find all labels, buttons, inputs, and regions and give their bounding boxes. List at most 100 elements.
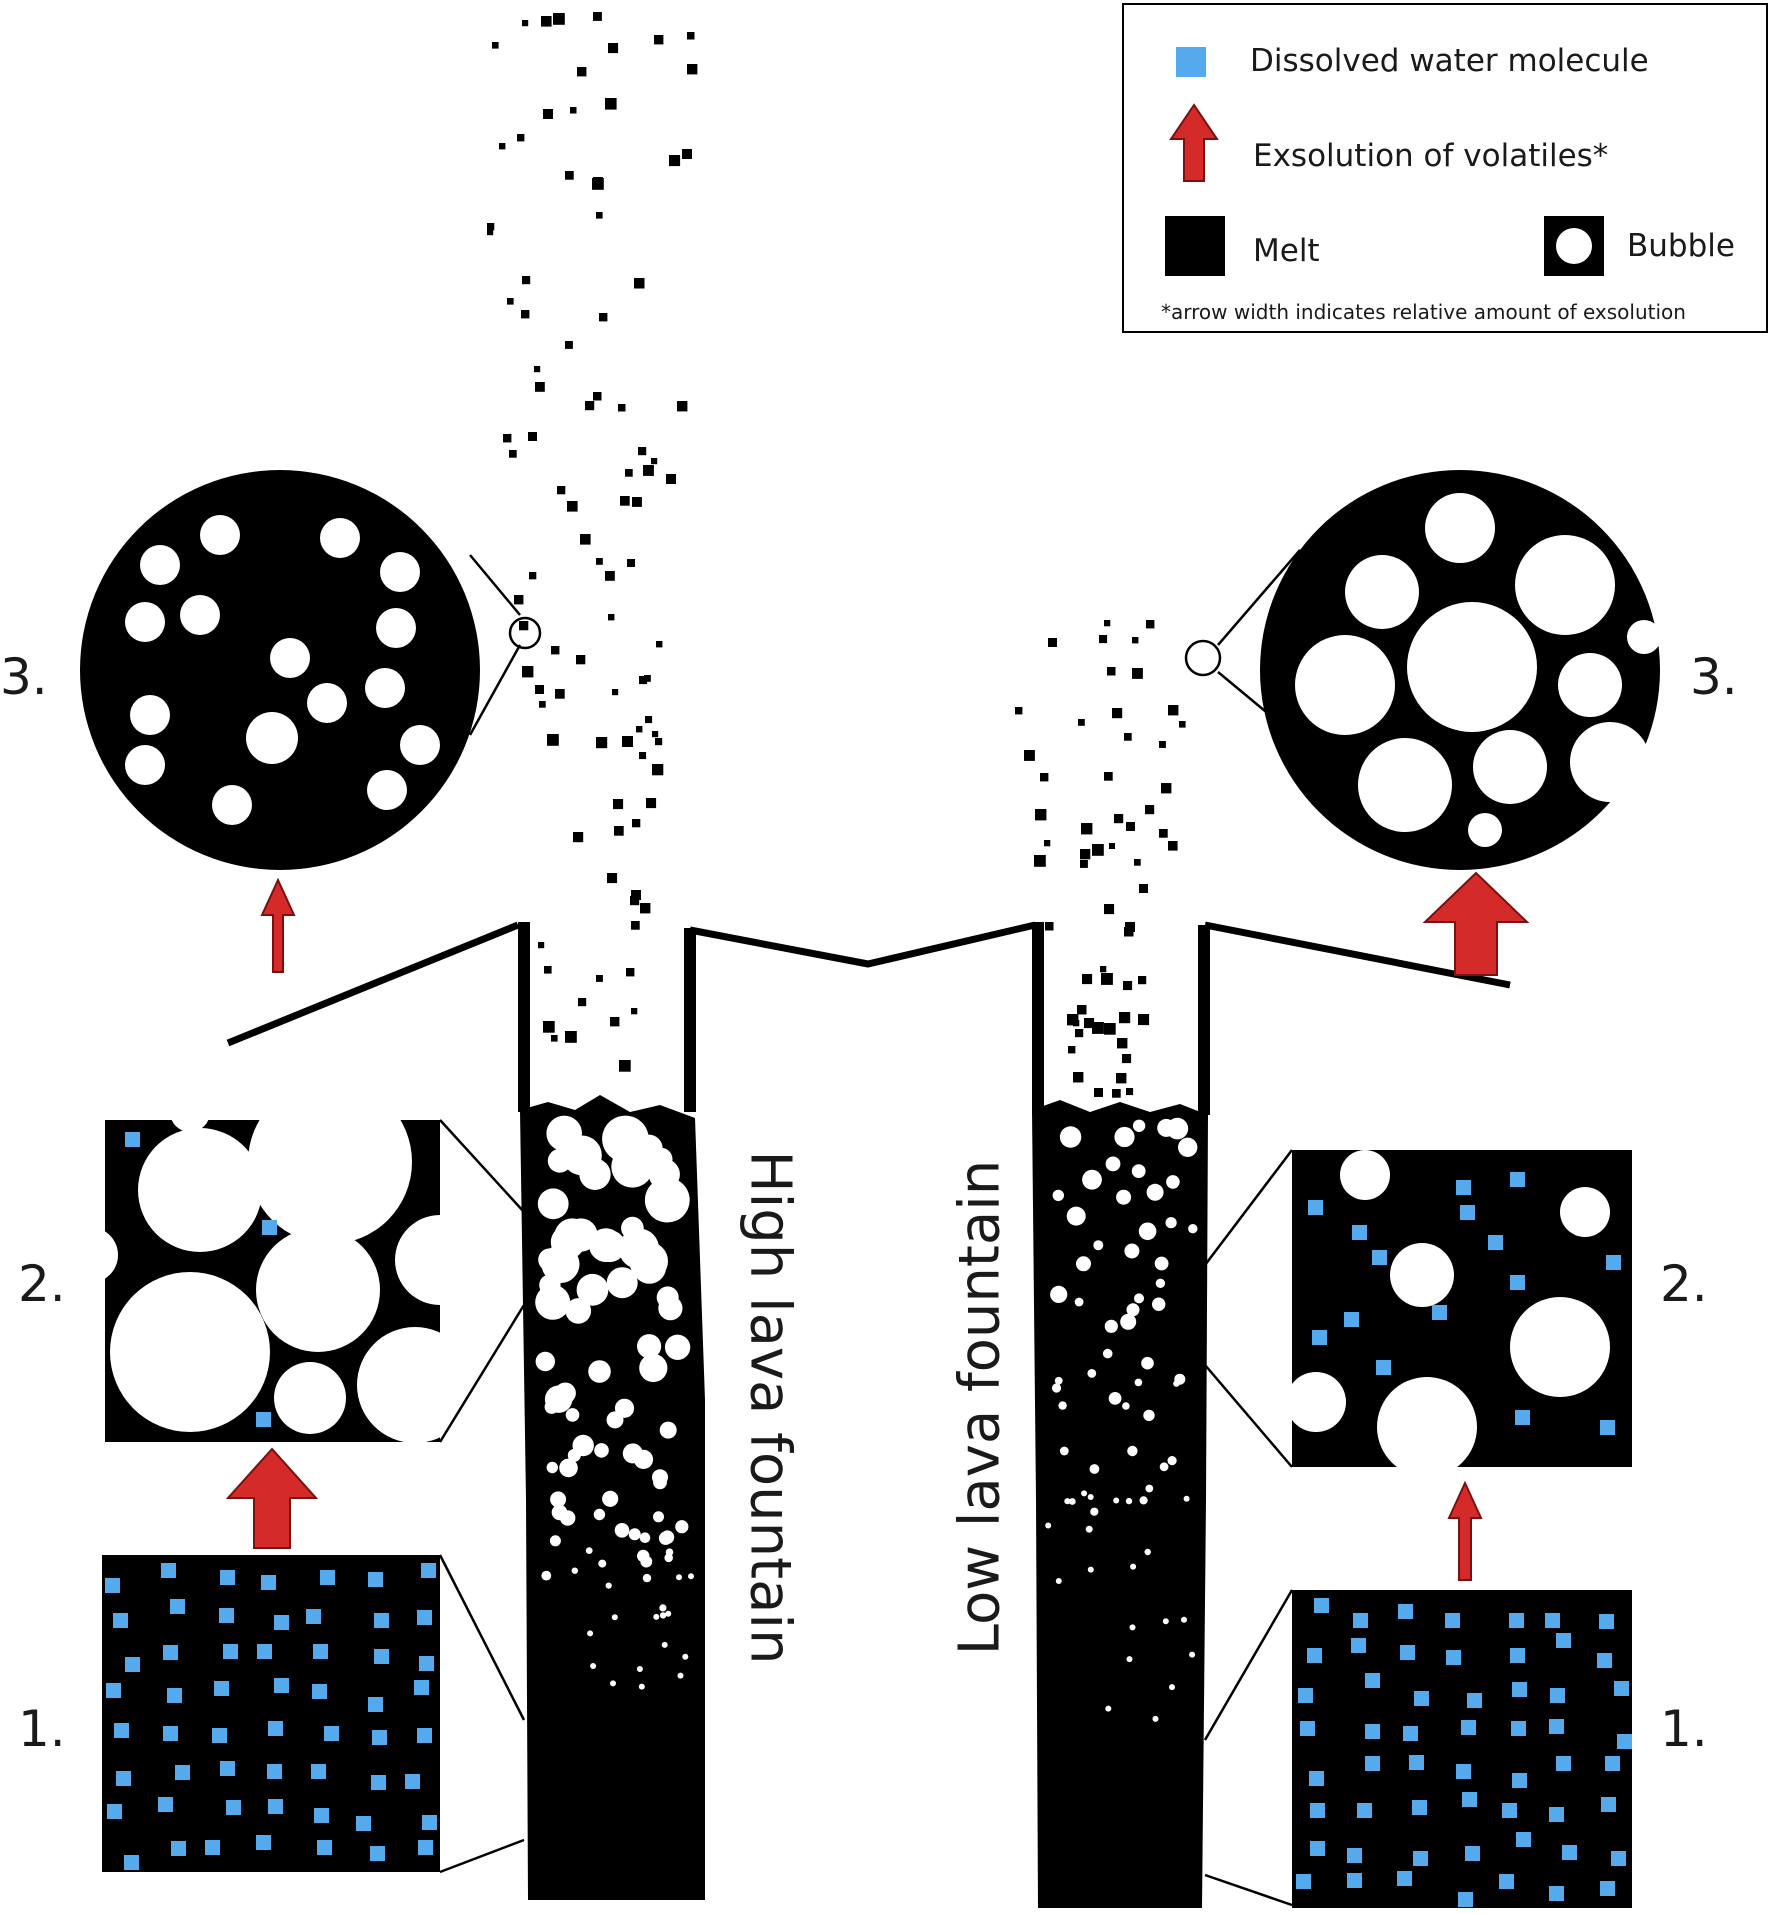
column-bubble xyxy=(550,1225,585,1260)
left-stage3-bubble xyxy=(380,552,420,592)
left-conduit xyxy=(518,922,705,1900)
pyroclast xyxy=(607,873,618,884)
column-bubble xyxy=(1126,1303,1140,1317)
left-stage1-connector-top xyxy=(438,1554,526,1721)
pyroclast xyxy=(1067,1014,1079,1026)
pyroclast xyxy=(687,32,695,40)
water-molecule xyxy=(1502,1803,1517,1818)
water-molecule xyxy=(313,1644,328,1659)
right-stage3-bubble xyxy=(1515,535,1615,635)
pyroclast xyxy=(612,689,619,696)
column-bubble xyxy=(1105,1156,1121,1172)
pyroclast xyxy=(551,646,560,655)
left-stage3-bubble xyxy=(320,518,360,558)
pyroclast xyxy=(618,404,626,412)
left-stage2-bubble xyxy=(110,1272,270,1432)
left-stage3-zoom-ring xyxy=(508,616,542,650)
column-bubble xyxy=(594,1443,609,1458)
column-bubble xyxy=(1166,1175,1180,1189)
water-molecule xyxy=(262,1220,277,1235)
column-bubble xyxy=(1085,1525,1093,1533)
pyroclast xyxy=(519,621,529,631)
pyroclast xyxy=(1104,904,1115,915)
water-molecule xyxy=(1365,1673,1380,1688)
left-stage2-bubble xyxy=(357,1327,440,1442)
water-molecule xyxy=(1347,1848,1362,1863)
column-bubble xyxy=(1141,1356,1154,1370)
column-bubble xyxy=(567,1448,581,1462)
water-molecule xyxy=(1600,1881,1615,1896)
right-stage3-bubble xyxy=(1558,653,1622,717)
pyroclast xyxy=(1078,719,1085,726)
pyroclast xyxy=(539,701,546,708)
left-stage2-bubble xyxy=(171,1120,209,1132)
water-molecule xyxy=(1403,1726,1418,1741)
column-bubble xyxy=(571,1567,578,1574)
column-bubble xyxy=(1122,1402,1130,1410)
column-bubble xyxy=(611,1614,618,1621)
water-molecule xyxy=(161,1563,176,1578)
column-bubble xyxy=(1059,1126,1082,1148)
column-bubble xyxy=(1143,1409,1155,1422)
column-bubble xyxy=(639,1532,651,1543)
column-bubble xyxy=(665,1548,674,1556)
water-molecule xyxy=(1562,1845,1577,1860)
pyroclast xyxy=(599,313,608,322)
pyroclast xyxy=(593,12,602,21)
pyroclast xyxy=(1112,708,1123,719)
water-molecule xyxy=(324,1726,339,1741)
column-bubble xyxy=(1181,1616,1187,1623)
pyroclast xyxy=(638,447,647,456)
water-molecule xyxy=(1347,1873,1362,1888)
pyroclast xyxy=(1080,849,1091,860)
water-molecule xyxy=(1606,1255,1621,1270)
column-bubble xyxy=(1134,1293,1144,1304)
water-molecule xyxy=(356,1816,371,1831)
water-molecule xyxy=(219,1608,234,1623)
left-stage3-bubble xyxy=(365,668,405,708)
water-molecule xyxy=(1300,1721,1315,1736)
left-stage1-melt xyxy=(102,1555,440,1872)
water-molecule xyxy=(205,1840,220,1855)
pyroclast xyxy=(626,968,635,977)
water-molecule xyxy=(1414,1691,1429,1706)
pyroclast xyxy=(1092,1022,1104,1034)
right-stage3-connector-top xyxy=(1217,549,1301,646)
water-molecule xyxy=(1597,1653,1612,1668)
pyroclast xyxy=(1045,922,1054,931)
pyroclast xyxy=(1034,855,1046,867)
pyroclast xyxy=(622,736,633,747)
left-stage3-bubble xyxy=(140,545,180,585)
pyroclast xyxy=(565,171,574,180)
left-column-bubbles xyxy=(535,1115,694,1690)
water-molecule xyxy=(1510,1648,1525,1663)
left-stage3-bubble xyxy=(130,695,170,735)
water-molecule xyxy=(374,1649,389,1664)
column-bubble xyxy=(1051,1383,1062,1393)
right-conduit xyxy=(1032,922,1210,1908)
pyroclast xyxy=(1073,1072,1084,1083)
water-molecule xyxy=(422,1815,437,1830)
water-molecule xyxy=(1614,1681,1629,1696)
column-bubble xyxy=(546,1461,558,1474)
pyroclast xyxy=(1077,1005,1087,1015)
water-molecule xyxy=(1376,1360,1391,1375)
low-lava-fountain-label: Low lava fountain xyxy=(947,1159,1013,1656)
right-stage2-number: 2. xyxy=(1660,1255,1708,1313)
column-bubble xyxy=(661,1641,668,1648)
column-bubble xyxy=(1189,1651,1196,1658)
pyroclast xyxy=(1094,1088,1103,1097)
column-bubble xyxy=(1178,1137,1198,1158)
pyroclast xyxy=(1116,1073,1127,1084)
water-molecule xyxy=(1397,1871,1412,1886)
column-bubble xyxy=(1125,1497,1133,1505)
legend-box: Dissolved water molecule Exsolution of v… xyxy=(1122,3,1768,333)
column-bubble xyxy=(659,1604,667,1612)
pyroclast xyxy=(570,107,577,114)
left-pyroclasts xyxy=(487,12,698,1072)
column-bubble xyxy=(549,1535,561,1547)
pyroclast xyxy=(543,1021,555,1033)
water-molecule xyxy=(1549,1807,1564,1822)
left-stage2-number: 2. xyxy=(18,1255,66,1313)
water-molecule xyxy=(1465,1846,1480,1861)
